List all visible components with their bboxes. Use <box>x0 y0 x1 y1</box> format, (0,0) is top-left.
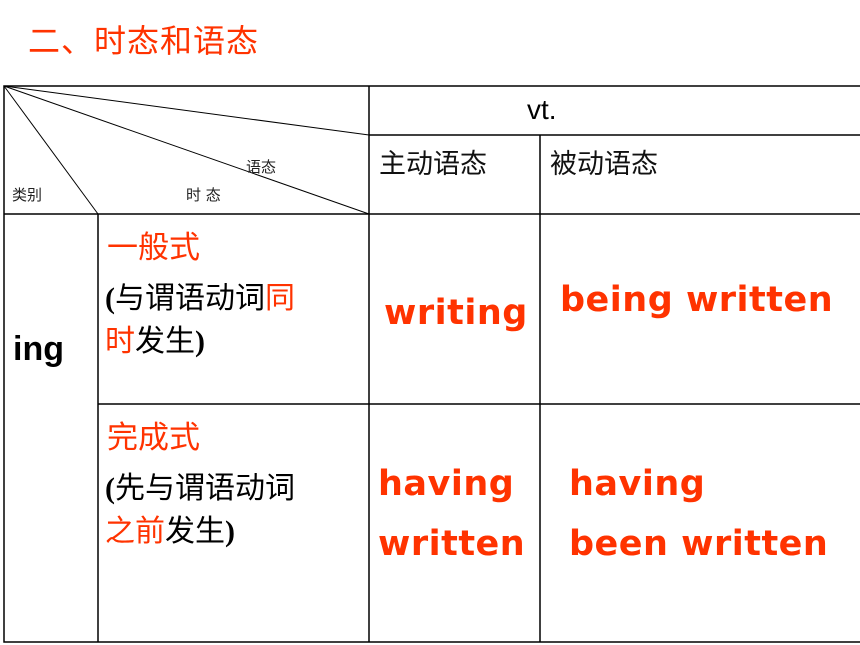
table-border <box>3 85 860 643</box>
perfect-passive-line2: been written <box>569 524 829 564</box>
simple-passive-form: being written <box>560 280 834 320</box>
perfect-active-line1: having <box>378 464 515 504</box>
header-passive-voice: 被动语态 <box>550 149 658 180</box>
form-perfect: 完成式 <box>107 420 200 456</box>
form-simple-desc: (与谓语动词同 时发生) <box>105 281 295 359</box>
simple-active-form: writing <box>384 293 528 333</box>
row-label-ing: ing <box>13 330 64 368</box>
corner-diagonals <box>3 85 370 215</box>
page-title: 二、时态和语态 <box>28 22 260 60</box>
header-active-voice: 主动语态 <box>379 149 487 180</box>
header-vt: vt. <box>527 94 557 125</box>
perfect-passive-line1: having <box>569 464 706 504</box>
form-perfect-desc: (先与谓语动词 之前发生) <box>105 471 295 549</box>
perfect-active-line2: written <box>378 524 526 564</box>
corner-voice-label: 语态 <box>246 158 277 176</box>
corner-category-label: 类别 <box>12 186 43 204</box>
corner-tense-label: 时 态 <box>186 186 221 204</box>
form-simple: 一般式 <box>107 230 200 266</box>
